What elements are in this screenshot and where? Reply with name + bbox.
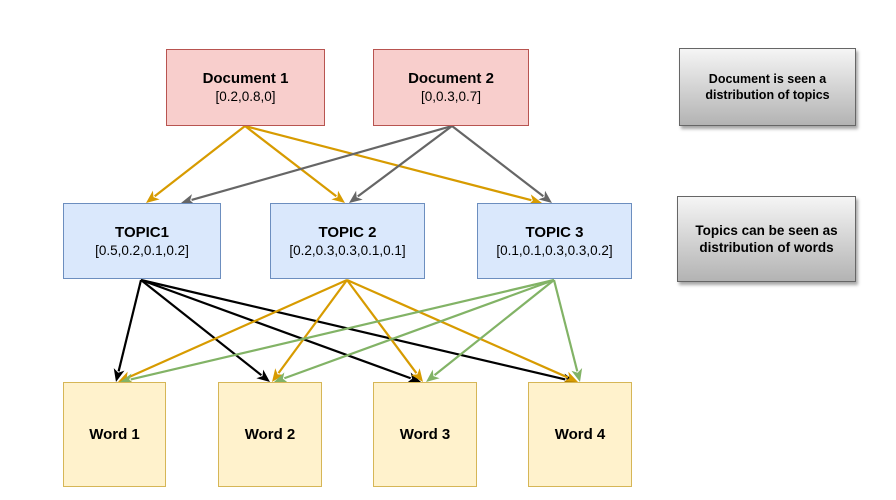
arrowhead-icon bbox=[426, 369, 440, 382]
arrowhead-icon bbox=[274, 372, 289, 383]
edge-line bbox=[117, 279, 143, 372]
note-topics-text: Topics can be seen as distribution of wo… bbox=[695, 223, 838, 255]
arrowhead-icon bbox=[571, 368, 583, 382]
document-2-distribution: [0,0.3,0.7] bbox=[420, 89, 482, 104]
topic-1-title: TOPIC1 bbox=[115, 223, 169, 241]
edge-line bbox=[346, 279, 418, 374]
document-1-title: Document 1 bbox=[202, 70, 289, 87]
edge-topic-3-to-word-3 bbox=[426, 279, 555, 382]
arrowhead-icon bbox=[528, 194, 542, 206]
arrowhead-icon bbox=[256, 369, 270, 382]
word-4-title: Word 4 bbox=[554, 426, 606, 443]
edge-topic-1-to-word-1 bbox=[113, 279, 143, 382]
edge-document-1-to-topic-3 bbox=[244, 124, 542, 206]
edge-line bbox=[433, 279, 555, 377]
arrowhead-icon bbox=[120, 373, 134, 385]
arrowhead-icon bbox=[113, 368, 125, 382]
edge-topic-1-to-word-2 bbox=[140, 279, 270, 382]
arrowhead-icon bbox=[406, 372, 421, 383]
edge-topic-3-to-word-2 bbox=[274, 278, 555, 383]
document-1-distribution: [0.2,0.8,0] bbox=[215, 89, 276, 104]
arrowhead-icon bbox=[538, 190, 552, 203]
word-3[interactable]: Word 3 bbox=[373, 382, 477, 487]
arrowhead-icon bbox=[181, 194, 196, 205]
arrowhead-icon bbox=[272, 368, 285, 382]
edge-topic-2-to-word-2 bbox=[272, 279, 348, 382]
edge-line bbox=[140, 278, 412, 380]
word-4[interactable]: Word 4 bbox=[528, 382, 632, 487]
topic-2-title: TOPIC 2 bbox=[318, 223, 377, 241]
topic-1[interactable]: TOPIC1 [0.5,0.2,0.1,0.2] bbox=[63, 203, 221, 279]
edge-line bbox=[140, 278, 566, 381]
topic-2[interactable]: TOPIC 2 [0.2,0.3,0.3,0.1,0.1] bbox=[270, 203, 425, 279]
edge-line bbox=[283, 278, 555, 380]
edge-line bbox=[130, 278, 555, 381]
word-1-title: Word 1 bbox=[89, 426, 140, 443]
edge-document-1-to-topic-1 bbox=[146, 125, 246, 203]
arrowhead-icon bbox=[563, 371, 578, 382]
edge-line bbox=[357, 125, 453, 198]
edge-topic-3-to-word-4 bbox=[552, 279, 583, 382]
document-2[interactable]: Document 2 [0,0.3,0.7] bbox=[373, 49, 529, 126]
document-1[interactable]: Document 1 [0.2,0.8,0] bbox=[166, 49, 325, 126]
document-2-title: Document 2 bbox=[408, 70, 494, 87]
edge-topic-3-to-word-1 bbox=[120, 278, 555, 385]
note-documents: Document is seen a distribution of topic… bbox=[679, 48, 856, 126]
word-3-title: Word 3 bbox=[399, 426, 451, 443]
topic-3-distribution: [0.1,0.1,0.3,0.3,0.2] bbox=[496, 242, 613, 258]
topic-3-title: TOPIC 3 bbox=[525, 223, 584, 241]
arrowhead-icon bbox=[410, 368, 423, 382]
edge-document-2-to-topic-2 bbox=[349, 125, 453, 203]
edge-line bbox=[451, 125, 544, 198]
edge-line bbox=[346, 278, 569, 379]
edge-line bbox=[191, 124, 453, 202]
arrowhead-icon bbox=[331, 190, 345, 203]
edge-topic-2-to-word-4 bbox=[346, 278, 578, 382]
topic-3[interactable]: TOPIC 3 [0.1,0.1,0.3,0.3,0.2] bbox=[477, 203, 632, 279]
word-2[interactable]: Word 2 bbox=[218, 382, 322, 487]
arrowhead-icon bbox=[349, 190, 363, 203]
edge-topic-2-to-word-3 bbox=[346, 279, 423, 382]
edge-topic-2-to-word-1 bbox=[118, 278, 348, 382]
edge-document-2-to-topic-1 bbox=[181, 124, 453, 205]
edge-line bbox=[154, 125, 246, 198]
edge-document-1-to-topic-2 bbox=[244, 125, 345, 203]
edge-line bbox=[552, 279, 579, 372]
word-2-title: Word 2 bbox=[244, 426, 296, 443]
topic-1-distribution: [0.5,0.2,0.1,0.2] bbox=[95, 242, 189, 258]
note-documents-text: Document is seen a distribution of topic… bbox=[705, 72, 830, 102]
word-1[interactable]: Word 1 bbox=[63, 382, 166, 487]
arrowhead-icon bbox=[146, 190, 160, 203]
edge-line bbox=[140, 279, 263, 377]
note-topics: Topics can be seen as distribution of wo… bbox=[677, 196, 856, 282]
edge-line bbox=[277, 279, 348, 374]
topic-2-distribution: [0.2,0.3,0.3,0.1,0.1] bbox=[289, 242, 406, 258]
edge-line bbox=[244, 124, 532, 202]
edge-topic-1-to-word-3 bbox=[140, 278, 421, 383]
edge-document-2-to-topic-3 bbox=[451, 125, 552, 203]
edge-line bbox=[127, 278, 348, 379]
edge-line bbox=[244, 125, 337, 198]
